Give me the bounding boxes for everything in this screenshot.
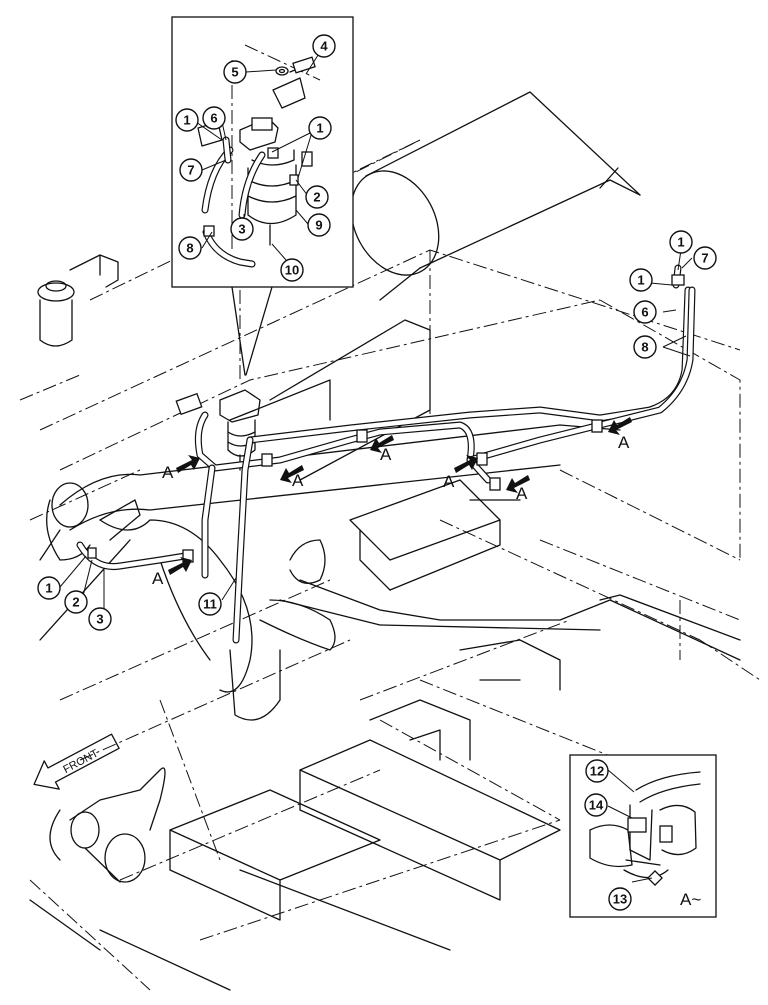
svg-text:1: 1: [45, 581, 52, 596]
filter-detail-inset: [171, 16, 354, 376]
lower-frame: [29, 639, 561, 991]
callout-2: 2: [64, 590, 88, 614]
view-a-arrow: A: [162, 455, 200, 482]
svg-text:A: A: [292, 471, 304, 490]
svg-text:A: A: [443, 472, 455, 491]
svg-text:12: 12: [590, 764, 604, 779]
svg-text:1: 1: [637, 273, 644, 288]
callout-1: 1: [629, 268, 653, 292]
svg-text:13: 13: [613, 892, 627, 907]
svg-text:1: 1: [183, 113, 190, 128]
callout-3: 3: [230, 217, 254, 241]
svg-text:3: 3: [238, 222, 245, 237]
fuel-tank: [350, 91, 641, 301]
hose-clips: [87, 274, 685, 563]
callout-7: 7: [693, 246, 717, 270]
callout-9: 9: [307, 213, 331, 237]
svg-text:A: A: [380, 445, 392, 464]
center-frame: [229, 319, 521, 591]
callout-7: 7: [179, 158, 203, 182]
frame-outline: [19, 139, 761, 991]
callout-1: 1: [669, 230, 693, 254]
svg-text:8: 8: [186, 241, 193, 256]
svg-text:11: 11: [203, 597, 217, 612]
svg-text:A: A: [516, 484, 528, 503]
svg-text:14: 14: [589, 798, 604, 813]
svg-text:3: 3: [96, 612, 103, 627]
callout-10: 10: [280, 258, 304, 282]
callout-1: 1: [308, 116, 332, 140]
callout-6: 6: [633, 300, 657, 324]
view-a-arrow: A: [280, 465, 304, 490]
svg-text:2: 2: [313, 190, 320, 205]
svg-text:A: A: [618, 433, 630, 452]
oil-cap: [37, 254, 119, 347]
callout-2: 2: [305, 185, 329, 209]
callouts: 5 4 1 6 1 7 2 9 8 3 10 1 7 1 6 8 1 2 3 1…: [37, 34, 717, 911]
view-arrows: A A A A A A A: [152, 417, 632, 588]
view-a-arrow: A: [506, 475, 530, 503]
svg-text:1: 1: [316, 121, 323, 136]
callout-11: 11: [198, 592, 222, 616]
view-a-arrow: A: [152, 557, 192, 588]
callout-12: 12: [585, 759, 609, 783]
callout-5: 5: [223, 60, 247, 84]
fuel-filter: [175, 389, 261, 471]
callout-8: 8: [178, 236, 202, 260]
boom-frame: [39, 424, 741, 721]
callout-4: 4: [312, 34, 336, 58]
svg-text:4: 4: [320, 39, 328, 54]
callout-1: 1: [37, 576, 61, 600]
callout-8: 8: [633, 335, 657, 359]
view-a-arrow: A: [370, 435, 394, 464]
callout-13: 13: [608, 887, 632, 911]
svg-text:7: 7: [701, 251, 708, 266]
pivot-linkage: [49, 767, 166, 883]
front-arrow: FRONT: [33, 733, 120, 790]
callout-6: 6: [202, 106, 226, 130]
callout-3: 3: [88, 607, 112, 631]
svg-text:8: 8: [641, 340, 648, 355]
svg-text:10: 10: [285, 263, 299, 278]
callout-1: 1: [175, 108, 199, 132]
boom-bracket: [39, 499, 141, 561]
svg-text:A: A: [152, 569, 164, 588]
view-a-arrow: A: [608, 417, 632, 452]
svg-text:6: 6: [210, 111, 217, 126]
svg-text:7: 7: [187, 163, 194, 178]
svg-text:9: 9: [315, 218, 322, 233]
svg-text:6: 6: [641, 305, 648, 320]
view-a-arrow: A: [443, 455, 478, 491]
svg-text:5: 5: [231, 65, 238, 80]
svg-text:2: 2: [72, 595, 79, 610]
detail-a-label: A~: [680, 890, 701, 909]
callout-14: 14: [584, 793, 608, 817]
svg-text:1: 1: [677, 235, 684, 250]
svg-text:A: A: [162, 463, 174, 482]
